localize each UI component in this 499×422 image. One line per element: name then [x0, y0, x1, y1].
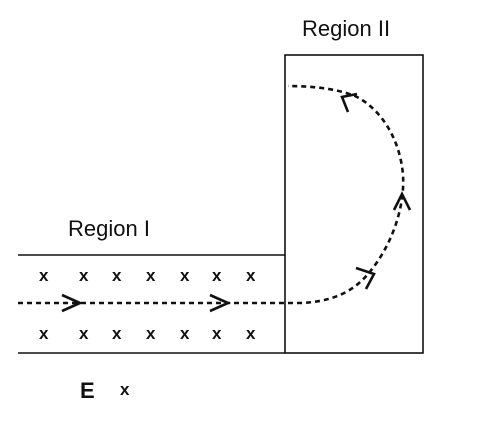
field-marker: x: [39, 324, 49, 343]
arrowhead-curve-lower: [355, 266, 376, 290]
field-marker: x: [246, 324, 256, 343]
field-marker: x: [180, 266, 190, 285]
region-two-label: Region II: [302, 16, 390, 41]
field-marker: x: [79, 324, 89, 343]
field-marker: x: [246, 266, 256, 285]
field-markers-bottom-row: x x x x x x x: [39, 324, 256, 343]
arrowhead-curve-up: [392, 191, 412, 211]
field-marker: x: [212, 266, 222, 285]
field-marker: x: [146, 266, 156, 285]
field-x-label: x: [120, 380, 130, 399]
arrowhead-right-2: [209, 293, 232, 313]
arrowhead-curve-top: [340, 92, 358, 113]
field-marker: x: [39, 266, 49, 285]
particle-path: [18, 84, 405, 305]
field-markers-top-row: x x x x x x x: [39, 266, 256, 285]
field-marker: x: [212, 324, 222, 343]
field-marker: x: [146, 324, 156, 343]
region-two-box: [284, 54, 424, 354]
arrowhead-right-1: [61, 293, 84, 313]
region-one-label: Region I: [68, 216, 150, 241]
field-e-label: E: [80, 378, 95, 403]
field-marker: x: [112, 324, 122, 343]
field-marker: x: [112, 266, 122, 285]
field-marker: x: [79, 266, 89, 285]
field-marker: x: [180, 324, 190, 343]
